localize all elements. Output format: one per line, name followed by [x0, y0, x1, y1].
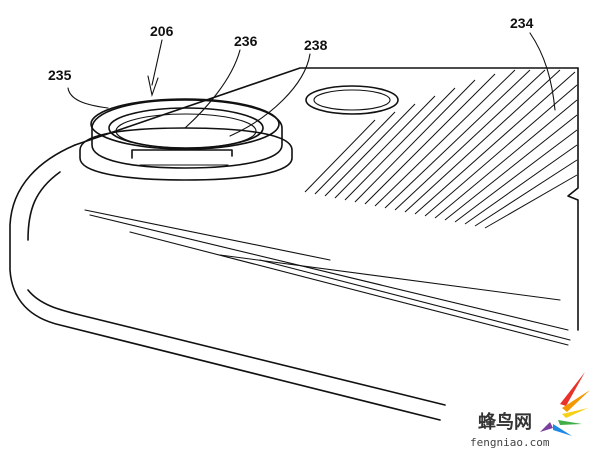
- watermark-chinese: 蜂鸟网: [478, 411, 532, 433]
- ref-label-234: 234: [510, 15, 534, 31]
- device-body: [9, 67, 579, 421]
- ref-label-238: 238: [304, 37, 328, 53]
- ref-label-206: 206: [150, 23, 174, 39]
- fengniao-logo-icon: [540, 372, 590, 436]
- watermark: 蜂鸟网 fengniao.com: [470, 372, 590, 449]
- watermark-url: fengniao.com: [470, 436, 550, 449]
- surface-hatching: [304, 69, 578, 229]
- camera-lens-assembly: [79, 98, 293, 181]
- leader-lines: [67, 32, 556, 137]
- ref-label-236: 236: [234, 33, 258, 49]
- ref-label-235: 235: [48, 67, 72, 83]
- flash-ring: [305, 85, 399, 115]
